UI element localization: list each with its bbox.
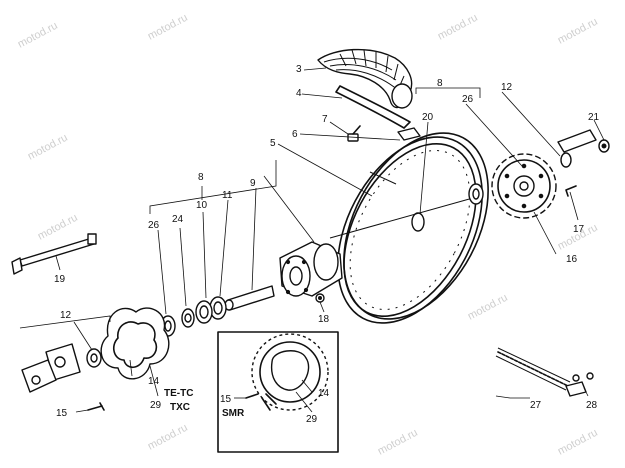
right-bearing bbox=[468, 183, 484, 205]
callout-18: 18 bbox=[318, 314, 330, 325]
callout-5: 5 bbox=[270, 138, 276, 149]
rear-sprocket bbox=[491, 153, 557, 219]
watermark-text: motod.ru bbox=[556, 16, 600, 47]
callout-12-left: 12 bbox=[60, 310, 72, 321]
callout-24: 24 bbox=[172, 214, 184, 225]
watermark-text: motod.ru bbox=[466, 292, 510, 323]
callout-21: 21 bbox=[588, 112, 600, 123]
watermark-text: motod.ru bbox=[556, 427, 600, 458]
smr-inset bbox=[217, 331, 339, 453]
callout-7: 7 bbox=[322, 114, 328, 125]
watermark-text: motod.ru bbox=[26, 132, 70, 163]
callout-29-left: 29 bbox=[150, 400, 162, 411]
leader-lines bbox=[19, 67, 605, 413]
left-chain-adjuster bbox=[21, 343, 102, 393]
model-label-smr: SMR bbox=[222, 408, 245, 419]
rear-axle bbox=[11, 233, 97, 275]
watermark-text: motod.ru bbox=[36, 212, 80, 243]
model-label-te-tc: TE-TC bbox=[164, 388, 193, 399]
callout-labels: 3 4 6 7 5 8 20 26 12 21 17 16 8 26 24 10… bbox=[54, 64, 600, 425]
hub bbox=[279, 241, 343, 297]
tyre bbox=[317, 48, 413, 109]
callout-15-right: 15 bbox=[220, 394, 232, 405]
callout-11: 11 bbox=[222, 190, 233, 201]
callout-29-right: 29 bbox=[306, 414, 318, 425]
right-chain-adjuster bbox=[557, 129, 610, 168]
callout-27: 27 bbox=[530, 400, 542, 411]
callout-4: 4 bbox=[296, 88, 302, 99]
hub-bolt bbox=[315, 293, 325, 303]
callout-16: 16 bbox=[566, 254, 578, 265]
disc-bolt-left bbox=[87, 402, 105, 411]
callout-15-left: 15 bbox=[56, 408, 68, 419]
callout-8-top: 8 bbox=[437, 78, 443, 89]
watermark-text: motod.ru bbox=[16, 20, 60, 51]
callout-26-top: 26 bbox=[462, 94, 474, 105]
callout-14-right: 14 bbox=[318, 388, 330, 399]
rim-band bbox=[335, 85, 411, 129]
spacer-tube bbox=[224, 285, 275, 311]
watermark-text: motod.ru bbox=[146, 12, 190, 43]
callout-26-left: 26 bbox=[148, 220, 160, 231]
callout-14-left: 14 bbox=[148, 376, 160, 387]
callout-8-left: 8 bbox=[198, 172, 204, 183]
wheel-rim bbox=[337, 132, 489, 324]
callout-3: 3 bbox=[296, 64, 302, 75]
callout-28: 28 bbox=[586, 400, 598, 411]
callout-10: 10 bbox=[196, 200, 208, 211]
watermark-text: motod.ru bbox=[146, 422, 190, 453]
left-bearing-stack bbox=[160, 296, 227, 337]
drive-chain bbox=[495, 347, 594, 397]
callout-12-top: 12 bbox=[501, 82, 513, 93]
watermark-text: motod.ru bbox=[436, 12, 480, 43]
wheel-hub-center bbox=[329, 171, 481, 239]
brake-disc-left bbox=[100, 307, 170, 380]
callout-20: 20 bbox=[422, 112, 434, 123]
callout-19: 19 bbox=[54, 274, 66, 285]
callout-6: 6 bbox=[292, 129, 298, 140]
callout-9: 9 bbox=[250, 178, 256, 189]
watermark-text: motod.ru bbox=[376, 427, 420, 458]
sprocket-bolt bbox=[565, 185, 577, 197]
callout-17: 17 bbox=[573, 224, 585, 235]
model-label-txc: TXC bbox=[170, 402, 190, 413]
